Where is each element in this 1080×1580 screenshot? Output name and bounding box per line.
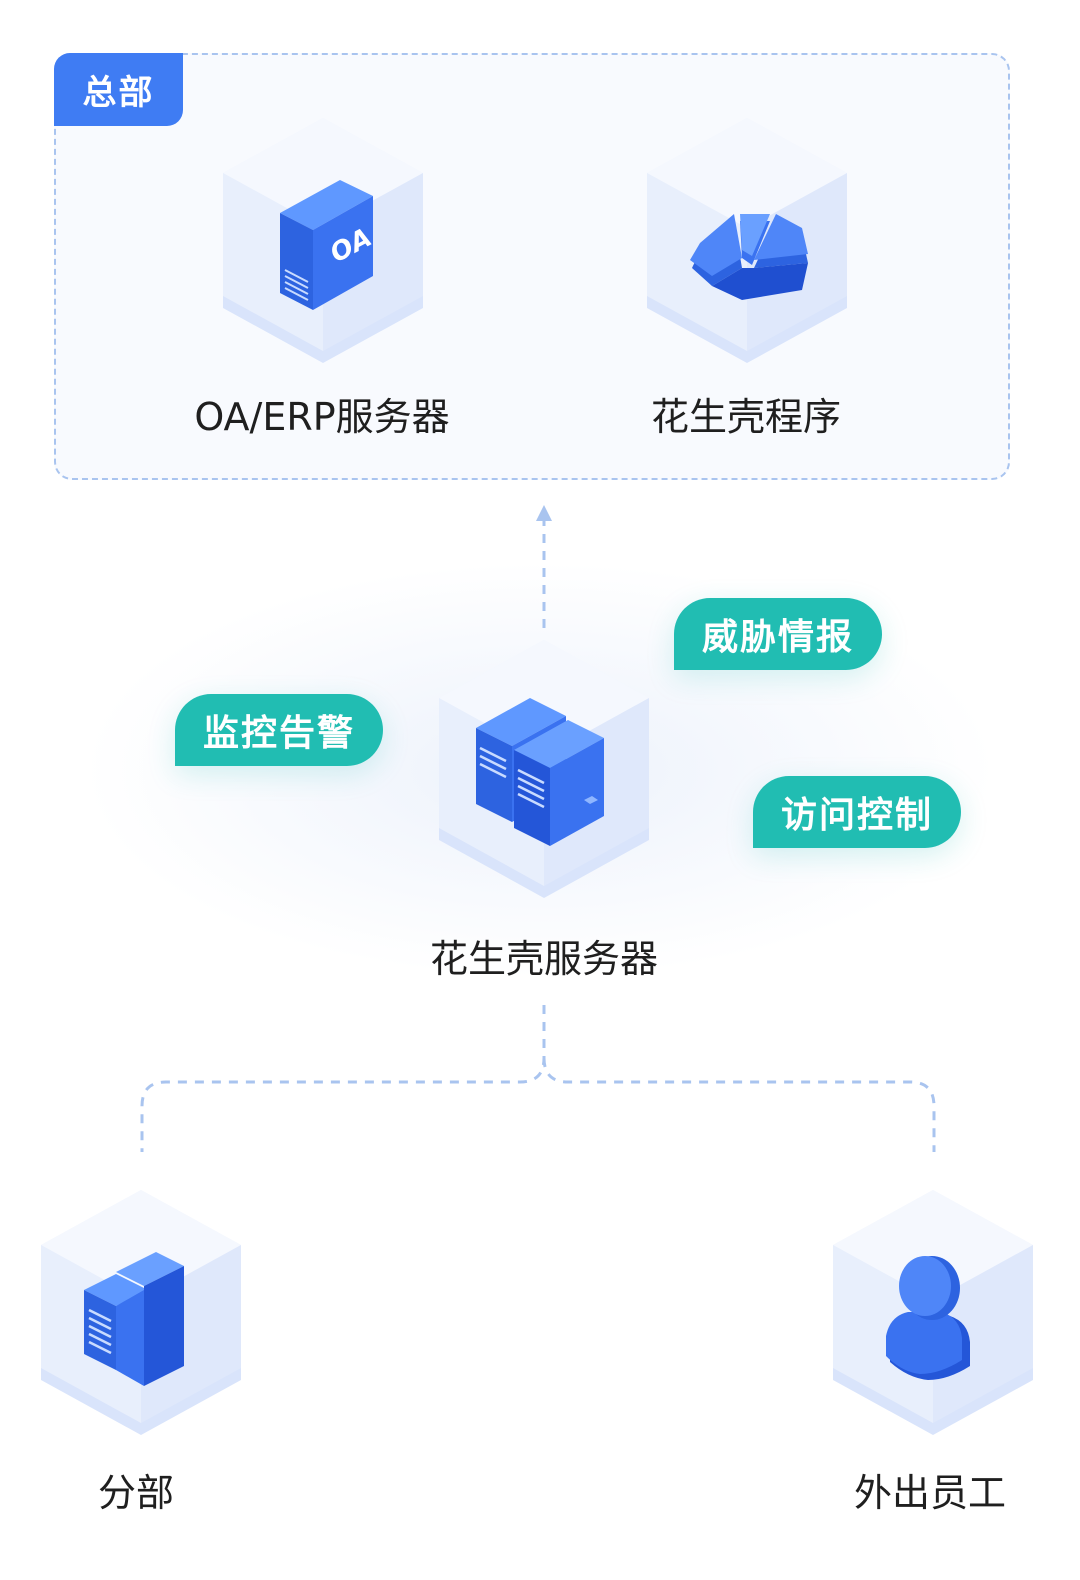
up-arrow-icon <box>536 505 552 521</box>
program-label: 花生壳程序 <box>650 395 841 439</box>
branch-connector-line <box>140 1005 546 1152</box>
center-server-cube <box>439 640 649 898</box>
branch-cube <box>41 1190 241 1435</box>
monitor-alert-pill: 监控告警 <box>175 694 383 766</box>
oa-server-icon: OA <box>280 180 377 310</box>
remote-employee-label: 外出员工 <box>853 1471 1006 1515</box>
access-control-pill: 访问控制 <box>753 776 961 848</box>
building-icon <box>84 1252 184 1386</box>
center-server-label: 花生壳服务器 <box>429 937 658 981</box>
server-rack-icon <box>476 698 604 846</box>
program-cube <box>647 118 847 363</box>
oa-server-label: OA/ERP服务器 <box>194 395 450 439</box>
oa-server-cube: OA <box>223 118 423 363</box>
headquarters-tag: 总部 <box>54 53 183 126</box>
remote-employee-cube <box>833 1190 1033 1435</box>
branch-label: 分部 <box>97 1471 174 1515</box>
threat-intel-pill: 威胁情报 <box>674 598 882 670</box>
headquarters-box <box>54 53 1010 480</box>
peanut-shell-logo-icon <box>690 214 808 300</box>
person-icon <box>886 1256 970 1380</box>
remote-connector-line <box>542 1057 936 1152</box>
